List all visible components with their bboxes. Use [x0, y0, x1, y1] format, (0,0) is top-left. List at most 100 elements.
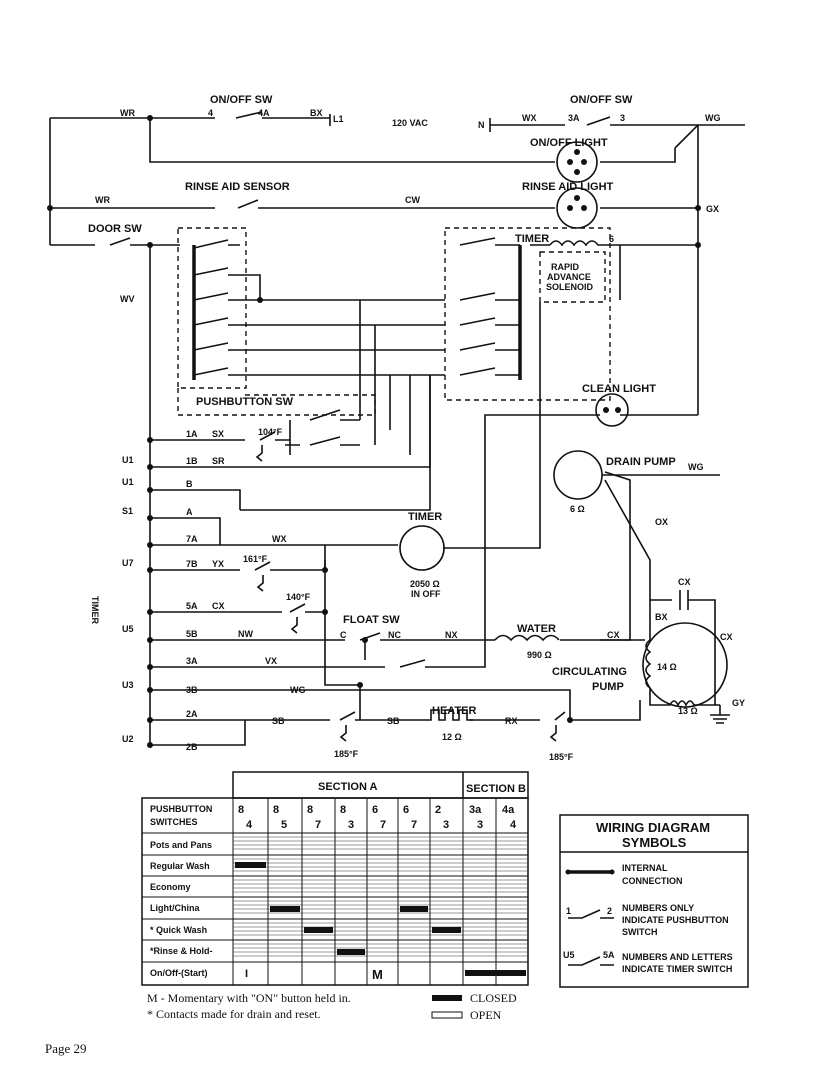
wire-code: WX: [272, 534, 287, 544]
thermostat-185b: [549, 725, 557, 742]
water-valve-coil: [494, 634, 560, 642]
timer-contact: B: [186, 479, 193, 489]
solenoid-label-3: SOLENOID: [546, 282, 594, 292]
open-note: OPEN: [470, 1008, 502, 1022]
table-col-head: 2: [435, 804, 441, 816]
pushbutton-box-left: [177, 227, 247, 389]
timer-contacts: [459, 237, 550, 376]
m-note: M - Momentary with "ON" button held in.: [147, 991, 351, 1005]
thermostat-140: [290, 617, 298, 634]
sym-5a: 5A: [603, 950, 615, 960]
table-row-label: Light/China: [150, 903, 200, 913]
c-label: C: [340, 630, 347, 640]
table-row-label: Economy: [150, 882, 191, 892]
table-cell-i: I: [245, 968, 248, 980]
timer-term: U3: [122, 680, 134, 690]
table-row-label: On/Off-(Start): [150, 968, 208, 978]
table-col-head: 6: [372, 804, 378, 816]
page-number: Page 29: [45, 1041, 87, 1056]
table-col-head: 7: [411, 819, 417, 831]
timer-term: U1: [122, 477, 134, 487]
timer-motor: [399, 525, 445, 571]
temp161-label: 161°F: [243, 554, 268, 564]
wire-code: SR: [212, 456, 225, 466]
wr-label: WR: [120, 108, 135, 118]
letters-label-1: NUMBERS AND LETTERS: [622, 952, 733, 962]
table-row-label: * Quick Wash: [150, 925, 207, 935]
table-row-label: *Rinse & Hold-: [150, 946, 213, 956]
cw-label: CW: [405, 195, 420, 205]
pushbutton-sw-label: PUSHBUTTON SW: [196, 396, 294, 408]
ohm13-label: 13 Ω: [678, 706, 698, 716]
wire-code: SX: [212, 429, 224, 439]
thermostat-185a: [339, 725, 347, 742]
heater-element: [425, 709, 473, 721]
n-label: N: [478, 120, 485, 130]
timer-motor-label: TIMER: [408, 511, 442, 523]
rinse-aid-wire: [50, 199, 698, 209]
sym-1: 1: [566, 906, 571, 916]
l1-label: L1: [333, 114, 344, 124]
solenoid-coil: [549, 240, 610, 247]
timer-contact: 3A: [186, 656, 198, 666]
section-b-label: SECTION B: [466, 783, 526, 795]
pump-windings: [645, 600, 720, 707]
pushbutton-drops: [389, 375, 411, 455]
timer-ohm-label: 2050 Ω: [410, 579, 440, 589]
pushbutton-table: SECTION A SECTION B PUSHBUTTON SWITCHES: [141, 771, 529, 986]
junction-dots: [47, 115, 701, 748]
float-sw-label: FLOAT SW: [343, 614, 400, 626]
sym-u5: U5: [563, 950, 575, 960]
wg-diag: [674, 124, 699, 149]
vac-label: 120 VAC: [392, 118, 428, 128]
temp185a-label: 185°F: [334, 749, 359, 759]
solenoid-label-1: RAPID: [551, 262, 580, 272]
drain-ohm-label: 6 Ω: [570, 504, 585, 514]
nx-label: NX: [445, 630, 458, 640]
ohm14-label: 14 Ω: [657, 662, 677, 672]
table-col-head: 4: [510, 819, 517, 831]
term-3: 3: [620, 113, 625, 123]
wire-code: WG: [290, 685, 306, 695]
table-col-head: 8: [340, 804, 346, 816]
door-wire: [50, 237, 180, 246]
timer-box-label: TIMER: [515, 233, 549, 245]
timer-contact: 1A: [186, 429, 198, 439]
wire-code: NW: [238, 629, 253, 639]
wg-label: WG: [705, 113, 721, 123]
wire-code: SB: [272, 716, 285, 726]
clean-light-icon: [595, 393, 629, 427]
timer-contact: 5A: [186, 601, 198, 611]
cx-label: CX: [607, 630, 620, 640]
timer-box: [444, 227, 611, 401]
timer-rows: [150, 375, 698, 746]
timer-term: U2: [122, 734, 134, 744]
table-col-head: 3: [477, 819, 483, 831]
thermostat-104: [255, 445, 263, 462]
water-label: WATER: [517, 623, 556, 635]
onoff-light-wire: [149, 118, 676, 163]
heater-label: HEATER: [432, 705, 476, 717]
onoff-light-icon: [556, 141, 598, 183]
internal-label-1: INTERNAL: [622, 863, 668, 873]
clean-light-label: CLEAN LIGHT: [582, 383, 656, 395]
l1-wire: [50, 111, 331, 126]
table-col-head: 7: [315, 819, 321, 831]
table-col-head: 4a: [502, 804, 515, 816]
table-header-1: PUSHBUTTON: [150, 804, 212, 814]
timer-contact: 5B: [186, 629, 198, 639]
timer-term: U5: [122, 624, 134, 634]
diagram-labels: ON/OFF SW ON/OFF SW WR 4 4A BX L1 120 VA…: [88, 94, 745, 762]
star-note: * Contacts made for drain and reset.: [147, 1007, 321, 1021]
timer-contact: 7A: [186, 534, 198, 544]
timer-contact: 2A: [186, 709, 198, 719]
term-4: 4: [208, 108, 213, 118]
ox-label: OX: [655, 517, 668, 527]
solenoid-label-2: ADVANCE: [547, 272, 591, 282]
table-col-head: 5: [281, 819, 287, 831]
wire-code: VX: [265, 656, 277, 666]
table-notes: M - Momentary with "ON" button held in. …: [147, 991, 517, 1022]
water-ohm-label: 990 Ω: [527, 650, 552, 660]
